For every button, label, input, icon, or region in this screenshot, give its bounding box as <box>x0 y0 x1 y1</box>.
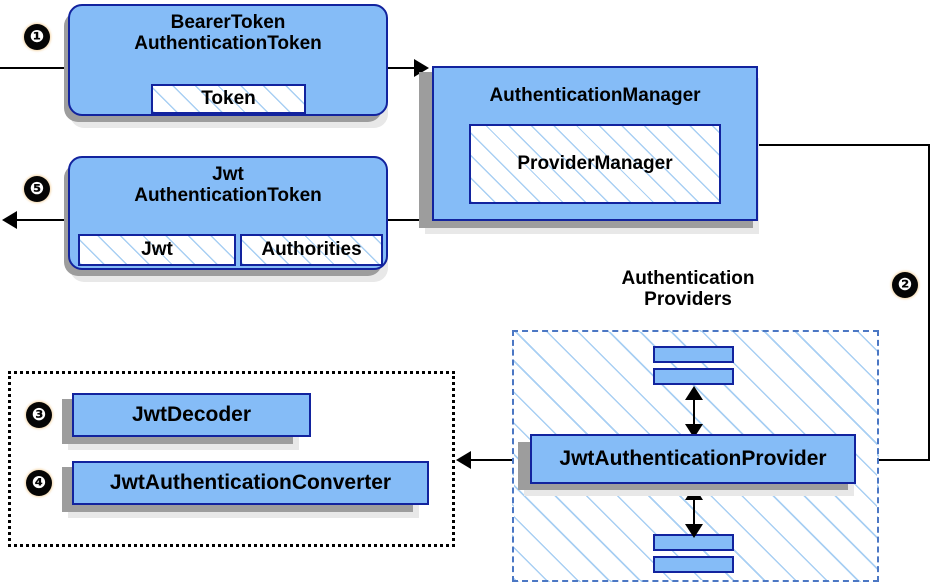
step-marker-1: ❶ <box>24 24 50 50</box>
step-marker-4: ❹ <box>26 470 52 496</box>
arrowhead-provider-to-support <box>456 451 471 469</box>
connector-request-in <box>0 67 72 69</box>
step-marker-5: ❺ <box>24 176 50 202</box>
bearer-token-inner-token: Token <box>151 84 306 114</box>
node-bearer-token-authentication-token[interactable]: BearerToken AuthenticationToken Token <box>68 4 388 116</box>
authentication-manager-title: AuthenticationManager <box>489 85 701 106</box>
connector-provider-to-support <box>470 459 514 461</box>
arrowhead-provider-down <box>685 524 703 538</box>
connector-bearer-to-manager <box>388 67 420 69</box>
connector-manager-to-jwt-token <box>386 219 432 221</box>
provider-manager-label: ProviderManager <box>517 153 673 174</box>
bearer-token-title: BearerToken AuthenticationToken <box>134 12 322 55</box>
jwt-token-title: Jwt AuthenticationToken <box>134 164 322 207</box>
jwt-token-inner-jwt: Jwt <box>78 234 236 266</box>
jwt-token-inner-jwt-label: Jwt <box>141 239 173 260</box>
connector-manager-down <box>928 144 930 461</box>
jwt-provider-title: JwtAuthenticationProvider <box>559 447 827 471</box>
arrowhead-response-out <box>2 211 17 229</box>
authentication-manager-inner-provider-manager: ProviderManager <box>469 124 721 204</box>
step-marker-2: ❷ <box>892 272 918 298</box>
connector-provider-down <box>693 492 695 530</box>
node-jwt-authentication-converter[interactable]: JwtAuthenticationConverter <box>72 461 429 505</box>
jwt-converter-title: JwtAuthenticationConverter <box>109 471 392 495</box>
authentication-providers-label: Authentication Providers <box>621 268 755 311</box>
jwt-support-components-group <box>8 371 455 547</box>
connector-response-out <box>16 219 76 221</box>
jwt-decoder-title: JwtDecoder <box>131 403 252 427</box>
connector-provider-up <box>693 392 695 430</box>
provider-stub-top-lower <box>653 368 734 385</box>
node-jwt-authentication-provider[interactable]: JwtAuthenticationProvider <box>530 434 856 484</box>
provider-stub-top-upper <box>653 346 734 363</box>
node-jwt-authentication-token[interactable]: Jwt AuthenticationToken Jwt Authorities <box>68 156 388 270</box>
connector-manager-to-provider <box>868 459 930 461</box>
jwt-token-inner-authorities: Authorities <box>240 234 383 266</box>
connector-manager-right <box>758 144 930 146</box>
jwt-token-inner-authorities-label: Authorities <box>261 239 362 260</box>
step-marker-3: ❸ <box>26 402 52 428</box>
provider-stub-bottom-lower <box>653 556 734 573</box>
node-authentication-manager[interactable]: AuthenticationManager ProviderManager <box>432 66 758 221</box>
bearer-token-inner-token-label: Token <box>201 88 256 109</box>
arrowhead-provider-up <box>685 386 703 400</box>
node-jwt-decoder[interactable]: JwtDecoder <box>72 393 311 437</box>
